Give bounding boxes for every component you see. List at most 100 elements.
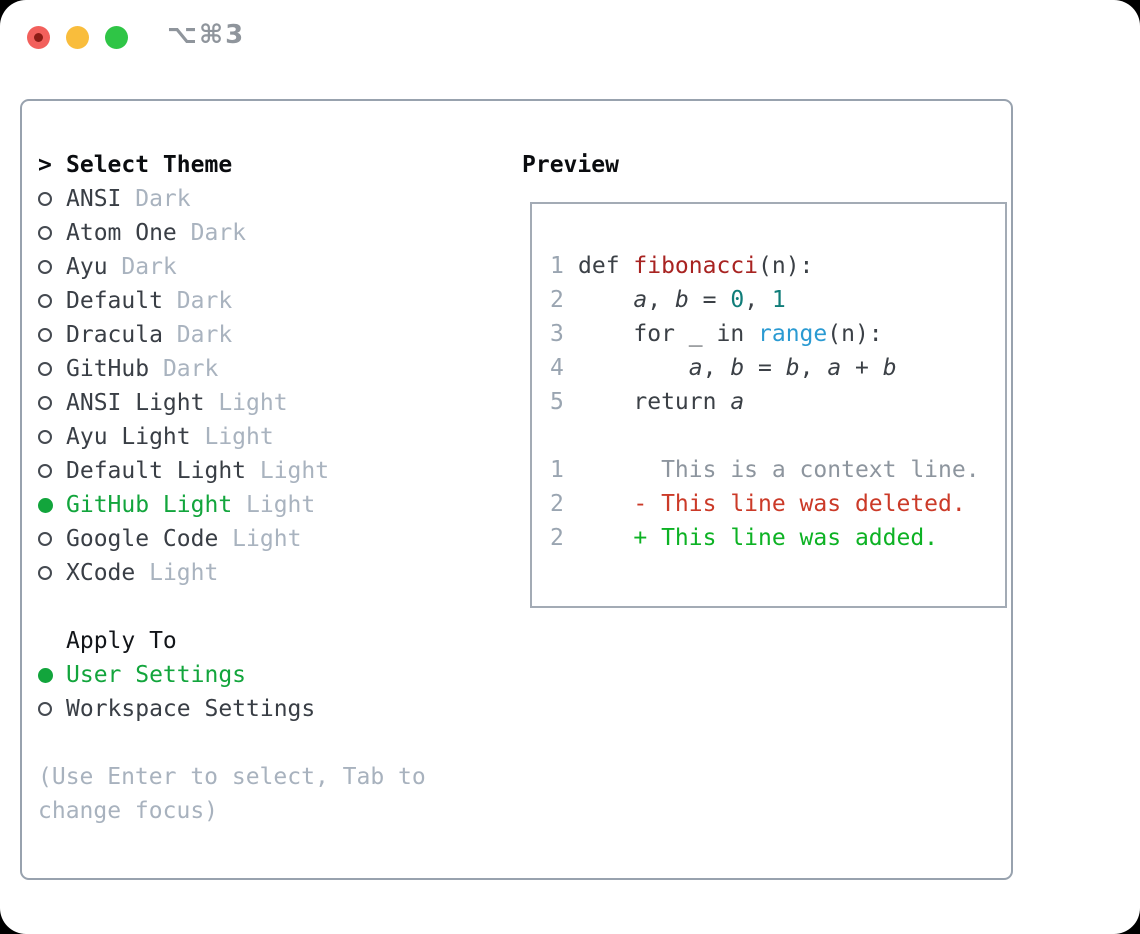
theme-variant: Light (218, 526, 302, 552)
apply-option-label: User Settings (66, 662, 247, 688)
radio-icon (38, 192, 66, 206)
theme-name: Dracula (66, 322, 163, 348)
spacer (38, 726, 426, 760)
code-text: a, b = 0, 1 (633, 287, 786, 313)
theme-option-ansi[interactable]: ANSI Dark (38, 182, 426, 216)
theme-option-ayu[interactable]: Ayu Dark (38, 250, 426, 284)
line-number: 1 (550, 457, 564, 483)
line-number: 2 (550, 525, 564, 551)
line-number: 2 (550, 287, 564, 313)
theme-option-dracula[interactable]: Dracula Dark (38, 318, 426, 352)
code-text: return a (578, 389, 745, 415)
theme-variant: Dark (107, 254, 177, 280)
theme-name: XCode (66, 560, 136, 586)
theme-variant: Light (246, 458, 330, 484)
theme-name: Ayu (66, 254, 108, 280)
radio-icon (38, 396, 66, 410)
theme-option-github-light[interactable]: GitHub Light Light (38, 488, 426, 522)
theme-variant: Dark (176, 220, 247, 246)
theme-variant: Light (190, 424, 274, 450)
radio-icon (38, 294, 66, 308)
code-text: This is a context line. (578, 457, 980, 483)
theme-option-default[interactable]: Default Dark (38, 284, 426, 318)
apply-option-label: Workspace Settings (66, 696, 316, 722)
theme-variant: Dark (121, 186, 191, 212)
line-number: 2 (550, 491, 564, 517)
radio-icon (38, 702, 66, 716)
theme-option-github[interactable]: GitHub Dark (38, 352, 426, 386)
line-number: 1 (550, 253, 564, 279)
theme-name: ANSI (66, 186, 122, 212)
line-number: 3 (550, 321, 564, 347)
theme-name: Default (66, 288, 163, 314)
apply-to-header: Apply To (38, 624, 426, 658)
apply-to-title: Apply To (66, 628, 177, 654)
window-title: ⌥⌘3 (167, 20, 246, 50)
theme-name: GitHub (66, 356, 150, 382)
code-text: def fibonacci(n): (578, 253, 814, 279)
spacer (38, 590, 426, 624)
radio-icon (38, 430, 66, 444)
close-button[interactable] (27, 26, 50, 49)
radio-icon (38, 226, 66, 240)
code-text: for _ in range(n): (578, 321, 883, 347)
theme-variant: Light (232, 492, 316, 518)
code-line: 3 for _ in range(n): (550, 317, 1005, 351)
titlebar: ⌥⌘3 (0, 0, 1140, 74)
theme-variant: Light (204, 390, 288, 416)
theme-option-ayu-light[interactable]: Ayu Light Light (38, 420, 426, 454)
theme-name: ANSI Light (66, 390, 205, 416)
code-text: + This line was added. (633, 525, 939, 551)
theme-variant: Dark (162, 322, 233, 348)
theme-name: Default Light (66, 458, 247, 484)
hint-line-2: change focus) (38, 798, 219, 824)
theme-option-default-light[interactable]: Default Light Light (38, 454, 426, 488)
radio-icon (38, 328, 66, 342)
code-text: - This line was deleted. (633, 491, 966, 517)
code-line (550, 419, 1005, 453)
minimize-button[interactable] (66, 26, 89, 49)
select-theme-header: > Select Theme (38, 148, 426, 182)
theme-variant: Dark (162, 288, 233, 314)
theme-option-ansi-light[interactable]: ANSI Light Light (38, 386, 426, 420)
theme-name: Google Code (66, 526, 219, 552)
radio-icon (38, 260, 66, 274)
close-modified-dot-icon (34, 33, 43, 42)
theme-option-xcode[interactable]: XCode Light (38, 556, 426, 590)
theme-variant: Dark (149, 356, 219, 382)
theme-name: Atom One (66, 220, 177, 246)
theme-name: Ayu Light (66, 424, 191, 450)
radio-icon (38, 362, 66, 376)
code-line: 2 a, b = 0, 1 (550, 283, 1005, 317)
preview-header: Preview (522, 148, 1007, 182)
line-number: 4 (550, 355, 564, 381)
theme-name: GitHub Light (66, 492, 233, 518)
prompt-caret-icon: > (38, 152, 52, 178)
radio-icon (38, 566, 66, 580)
maximize-button[interactable] (105, 26, 128, 49)
code-text: a, b = b, a + b (688, 355, 897, 381)
code-line: 2 + This line was added. (550, 521, 1005, 555)
radio-selected-icon (38, 667, 66, 683)
apply-option-workspace-settings[interactable]: Workspace Settings (38, 692, 426, 726)
radio-icon (38, 464, 66, 478)
line-number: 5 (550, 389, 564, 415)
theme-variant: Light (135, 560, 219, 586)
theme-option-atom-one[interactable]: Atom One Dark (38, 216, 426, 250)
preview-title: Preview (522, 152, 619, 178)
code-line: 5 return a (550, 385, 1005, 419)
code-line: 4 a, b = b, a + b (550, 351, 1005, 385)
theme-option-google-code[interactable]: Google Code Light (38, 522, 426, 556)
code-line: 1 This is a context line. (550, 453, 1005, 487)
hint-line-1: (Use Enter to select, Tab to (38, 764, 426, 790)
keyboard-hint: (Use Enter to select, Tab to change focu… (38, 760, 426, 828)
apply-option-user-settings[interactable]: User Settings (38, 658, 426, 692)
